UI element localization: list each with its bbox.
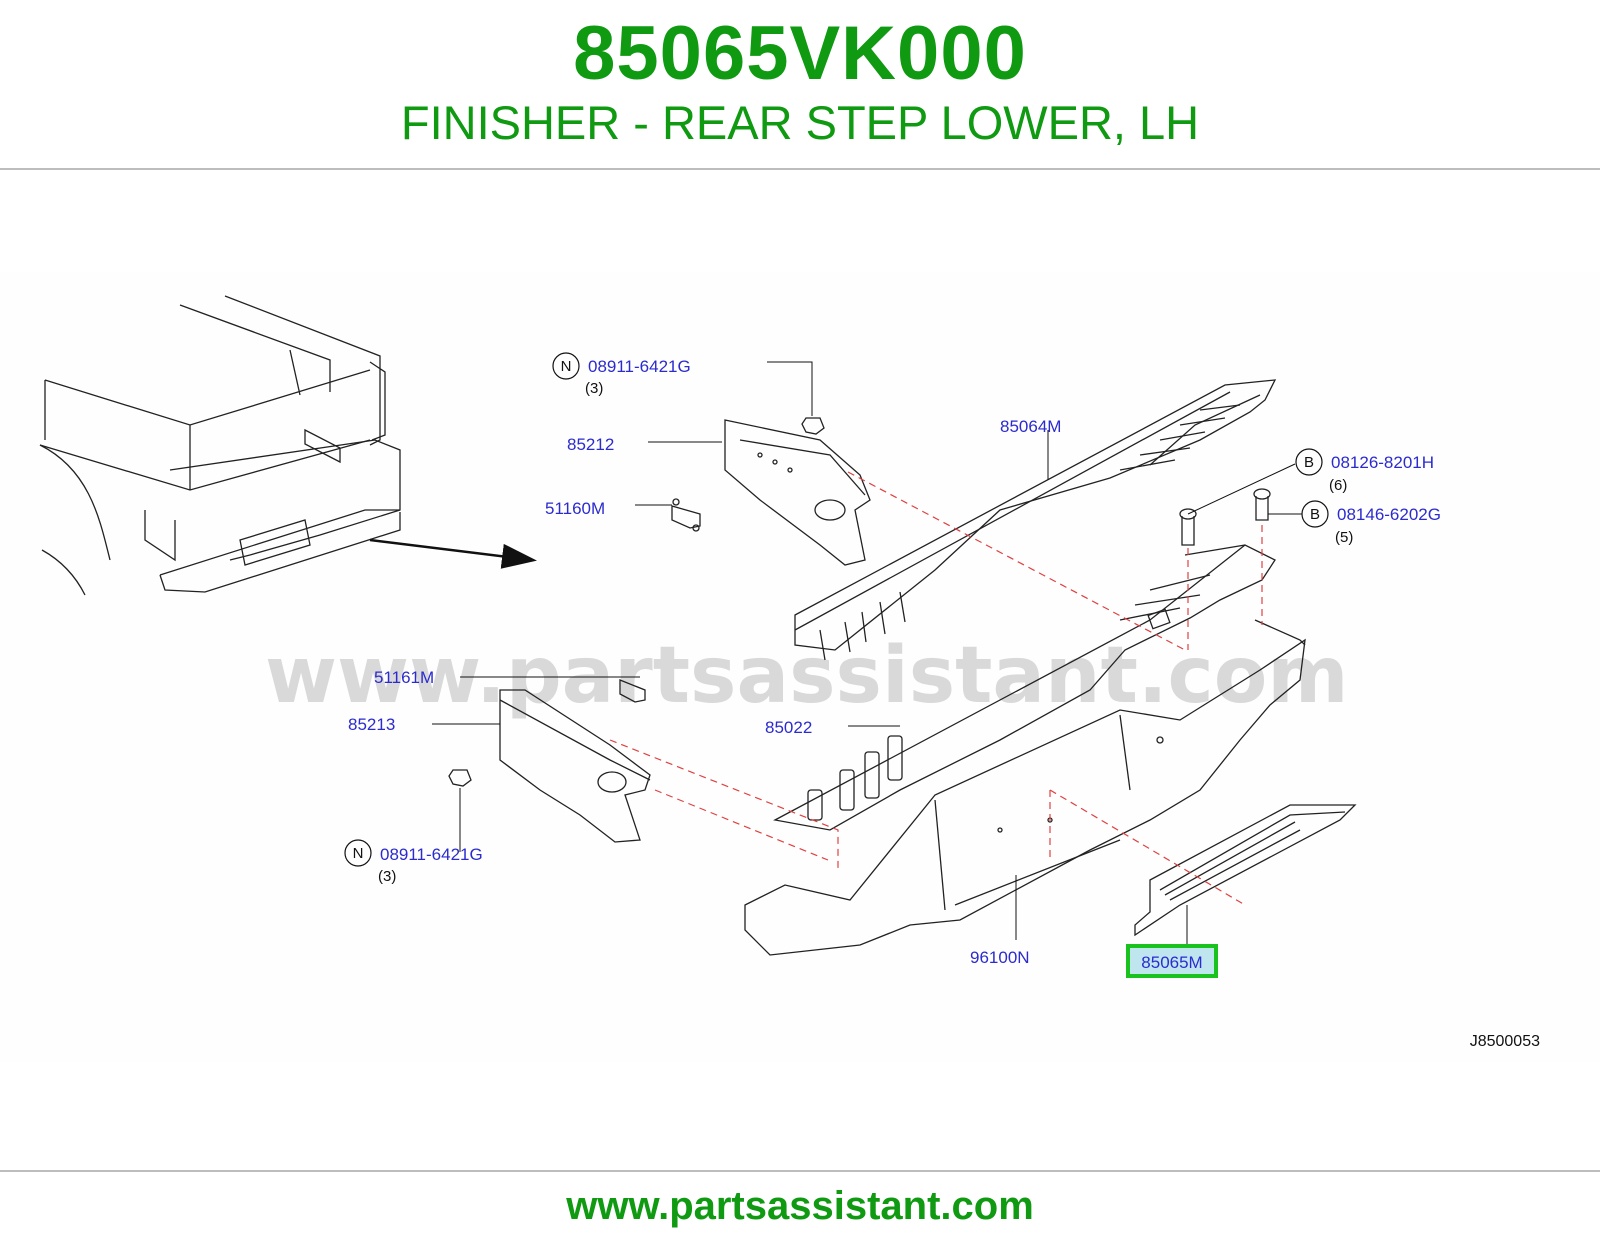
- truck-overview-illustration: [39, 295, 401, 596]
- footer-divider: [0, 1170, 1600, 1172]
- callout-08911-upper: N 08911-6421G (3): [552, 352, 691, 397]
- part-96100n-bumper: [744, 619, 1306, 956]
- part-85213-bracket: [499, 689, 651, 843]
- callout-prefix: B: [1310, 506, 1320, 523]
- assembly-dashed-lines: [609, 471, 1263, 906]
- callout-08126: B 08126-8201H (6): [1295, 448, 1434, 494]
- part-85212-bracket: [724, 419, 871, 566]
- page-header: 85065VK000 FINISHER - REAR STEP LOWER, L…: [0, 0, 1600, 168]
- highlight-box: [1126, 944, 1218, 978]
- callout-code[interactable]: 08911-6421G: [380, 845, 483, 864]
- callout-85064m[interactable]: 85064M: [1000, 417, 1061, 436]
- callout-85022[interactable]: 85022: [765, 718, 812, 737]
- part-85065m-finisher: [1134, 804, 1357, 937]
- callout-leader-lines: [432, 361, 1302, 945]
- parts-diagram-area: www.partsassistant.com: [0, 272, 1600, 1062]
- part-description: FINISHER - REAR STEP LOWER, LH: [400, 96, 1200, 149]
- callout-96100n[interactable]: 96100N: [970, 948, 1030, 967]
- diagram-reference-code: J8500053: [1470, 1033, 1540, 1050]
- callout-code[interactable]: 08126-8201H: [1331, 453, 1434, 472]
- part-nut-lower: [448, 769, 472, 787]
- callout-circle-b: [1295, 448, 1323, 476]
- part-85064m-step-pad: [794, 379, 1277, 661]
- callout-51160m[interactable]: 51160M: [545, 499, 605, 518]
- callout-code[interactable]: 08911-6421G: [588, 357, 691, 376]
- callout-circle-n: [344, 839, 372, 867]
- callout-prefix: N: [561, 358, 572, 375]
- part-51160m-clip: [671, 498, 701, 532]
- callout-08146: B 08146-6202G (5): [1301, 500, 1441, 546]
- bolt-08146: [1253, 488, 1271, 521]
- callout-prefix: B: [1304, 454, 1314, 471]
- callout-qty: (3): [585, 380, 603, 397]
- callout-85065m[interactable]: 85065M: [1141, 953, 1202, 972]
- part-number-title: 85065VK000: [573, 11, 1027, 96]
- callout-prefix: N: [353, 845, 364, 862]
- direction-arrow: [369, 538, 537, 569]
- parts-diagram: www.partsassistant.com: [39, 295, 1540, 1050]
- footer-website-link[interactable]: www.partsassistant.com: [566, 1184, 1034, 1228]
- callout-85212[interactable]: 85212: [567, 435, 614, 454]
- callout-qty: (6): [1329, 477, 1347, 494]
- bolt-08126: [1179, 508, 1197, 546]
- header-divider: [0, 168, 1600, 170]
- part-51161m-clip: [619, 679, 646, 703]
- callout-08911-lower: N 08911-6421G (3): [344, 839, 483, 885]
- callout-qty: (3): [378, 868, 396, 885]
- callout-85065m-highlighted[interactable]: 85065M: [1126, 944, 1218, 978]
- callout-code[interactable]: 08146-6202G: [1337, 505, 1441, 524]
- part-nut-upper: [801, 417, 825, 435]
- callout-51161m[interactable]: 51161M: [374, 668, 434, 687]
- callout-circle-b: [1301, 500, 1329, 528]
- part-85022-step-plate: [773, 544, 1276, 831]
- callout-85213[interactable]: 85213: [348, 715, 395, 734]
- callout-qty: (5): [1335, 529, 1353, 546]
- callout-circle-n: [552, 352, 580, 380]
